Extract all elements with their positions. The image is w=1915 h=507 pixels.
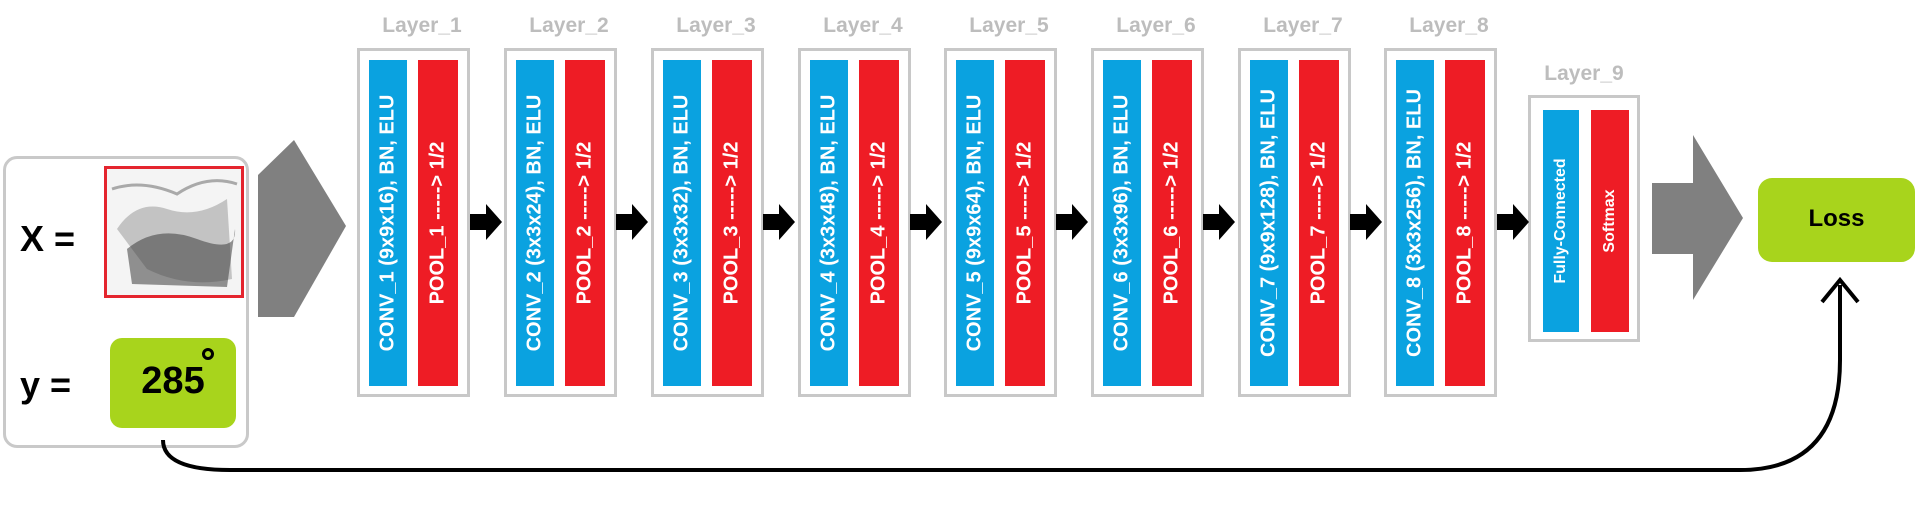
pool-bar: POOL_4 -----> 1/2 (859, 60, 899, 386)
pool-bar: POOL_7 -----> 1/2 (1299, 60, 1339, 386)
conv-bar: CONV_6 (3x3x96), BN, ELU (1103, 60, 1141, 386)
right-arrow-icon (763, 204, 795, 240)
big-arrow-icon (1652, 135, 1743, 300)
pool-bar: POOL_3 -----> 1/2 (712, 60, 752, 386)
final-layer-box: Fully-Connected Softmax (1528, 95, 1640, 342)
angle-value-pill: 285 (110, 338, 236, 428)
conv-bar: CONV_3 (3x3x32), BN, ELU (663, 60, 701, 386)
layer-box: CONV_3 (3x3x32), BN, ELU POOL_3 -----> 1/… (651, 48, 764, 397)
layer-box: CONV_1 (9x9x16), BN, ELU POOL_1 -----> 1/… (357, 48, 470, 397)
conv-bar: CONV_1 (9x9x16), BN, ELU (369, 60, 407, 386)
layer-box: CONV_2 (3x3x24), BN, ELU POOL_2 -----> 1/… (504, 48, 617, 397)
layer-title: Layer_7 (1263, 14, 1343, 37)
input-image-graphic (107, 169, 241, 295)
layer-box: CONV_4 (3x3x48), BN, ELU POOL_4 -----> 1/… (798, 48, 911, 397)
degree-icon (202, 348, 214, 360)
right-arrow-icon (1203, 204, 1235, 240)
layer-title: Layer_5 (969, 14, 1049, 37)
softmax-bar: Softmax (1591, 110, 1629, 332)
big-arrow-icon (258, 140, 346, 317)
right-arrow-icon (1350, 204, 1382, 240)
pool-bar: POOL_5 -----> 1/2 (1005, 60, 1045, 386)
conv-bar: CONV_8 (3x3x256), BN, ELU (1396, 60, 1434, 386)
layer-title: Layer_3 (676, 14, 756, 37)
conv-bar: CONV_7 (9x9x128), BN, ELU (1250, 60, 1288, 386)
loss-label: Loss (1808, 205, 1865, 232)
input-image (104, 166, 244, 298)
pool-bar: POOL_1 -----> 1/2 (418, 60, 458, 386)
conv-bar: CONV_4 (3x3x48), BN, ELU (810, 60, 848, 386)
layer-title: Layer_9 (1544, 62, 1624, 85)
angle-value: 285 (141, 360, 205, 402)
fc-bar: Fully-Connected (1543, 110, 1579, 332)
layer-title: Layer_6 (1116, 14, 1196, 37)
right-arrow-icon (1056, 204, 1088, 240)
right-arrow-icon (616, 204, 648, 240)
layer-title: Layer_4 (823, 14, 903, 37)
pool-bar: POOL_2 -----> 1/2 (565, 60, 605, 386)
feedback-arrowhead-icon (1820, 276, 1860, 304)
layer-box: CONV_8 (3x3x256), BN, ELU POOL_8 -----> 1… (1384, 48, 1497, 397)
feedback-curve-icon (161, 285, 1842, 472)
layer-box: CONV_7 (9x9x128), BN, ELU POOL_7 -----> 1… (1238, 48, 1351, 397)
layer-title: Layer_1 (382, 14, 462, 37)
pool-bar: POOL_6 -----> 1/2 (1152, 60, 1192, 386)
layer-title: Layer_8 (1409, 14, 1489, 37)
conv-bar: CONV_2 (3x3x24), BN, ELU (516, 60, 554, 386)
layer-arrows (470, 204, 1529, 240)
layer-title: Layer_2 (529, 14, 609, 37)
x-label: X = (20, 218, 76, 259)
layer-box: CONV_5 (9x9x64), BN, ELU POOL_5 -----> 1/… (944, 48, 1057, 397)
right-arrow-icon (910, 204, 942, 240)
y-label: y = (20, 364, 72, 405)
pool-bar: POOL_8 -----> 1/2 (1445, 60, 1485, 386)
layer-box: CONV_6 (3x3x96), BN, ELU POOL_6 -----> 1/… (1091, 48, 1204, 397)
right-arrow-icon (1497, 204, 1529, 240)
conv-bar: CONV_5 (9x9x64), BN, ELU (956, 60, 994, 386)
loss-node: Loss (1758, 178, 1915, 262)
right-arrow-icon (470, 204, 502, 240)
